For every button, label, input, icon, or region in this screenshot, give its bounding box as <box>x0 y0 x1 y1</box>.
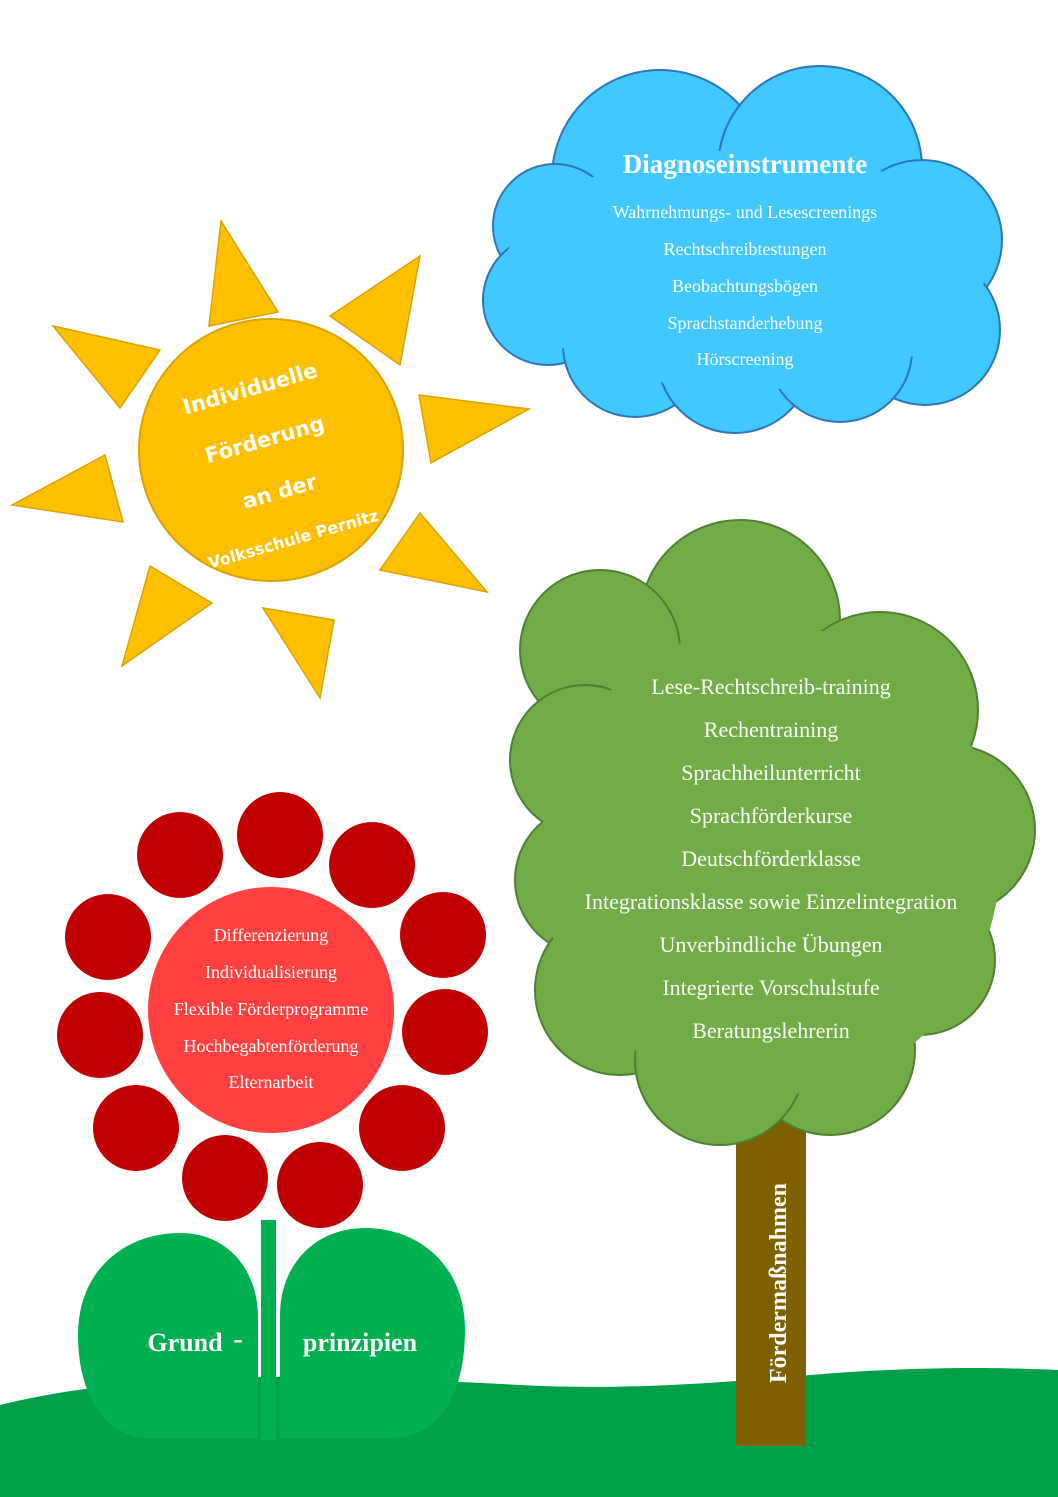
cloud-item: Sprachstanderhebung <box>668 313 823 333</box>
sun-ray <box>378 511 489 594</box>
flower-leaf-right <box>280 1228 465 1438</box>
sun-ray <box>51 324 162 410</box>
tree-item: Unverbindliche Übungen <box>660 932 883 957</box>
sun-disc <box>138 318 404 582</box>
flower-item: Differenzierung <box>214 925 329 945</box>
cloud-title: Diagnoseinstrumente <box>623 149 868 179</box>
sun-ray <box>261 606 335 701</box>
tree-item: Beratungslehrerin <box>692 1018 850 1043</box>
tree-item: Integrationsklasse sowie Einzelintegrati… <box>585 889 958 914</box>
flower-stem <box>261 1220 276 1440</box>
flower-petal <box>400 892 486 978</box>
flower-item: Individualisierung <box>205 962 337 982</box>
flower: Grund - prinzipien Differenzierung Indiv… <box>57 792 488 1440</box>
tree-trunk <box>736 1100 806 1446</box>
tree: Lese-Rechtschreib-training Rechentrainin… <box>509 519 1036 1446</box>
tree-trunk-label: Fördermaßnahmen <box>766 1183 792 1383</box>
cloud-item: Rechtschreibtestungen <box>664 239 827 259</box>
flower-petal <box>57 992 143 1078</box>
tree-item: Lese-Rechtschreib-training <box>651 674 890 699</box>
tree-item: Sprachheilunterricht <box>681 760 861 785</box>
flower-item: Flexible Förderprogramme <box>174 999 368 1019</box>
sun: Individuelle Förderung an der Volksschul… <box>9 218 532 701</box>
cloud-item: Hörscreening <box>697 349 794 369</box>
flower-center <box>148 887 394 1133</box>
sun-ray <box>418 394 532 465</box>
cloud: Diagnoseinstrumente Wahrnehmungs- und Le… <box>482 65 1003 434</box>
tree-item: Rechentraining <box>704 717 838 742</box>
flower-item: Hochbegabtenförderung <box>184 1036 359 1056</box>
flower-petal <box>277 1142 363 1228</box>
tree-item: Sprachförderkurse <box>690 803 853 828</box>
leaf-label-dash: - <box>233 1324 242 1355</box>
flower-petal <box>359 1085 445 1171</box>
flower-leaf-left <box>78 1233 258 1438</box>
sun-ray <box>208 218 280 327</box>
flower-petal <box>237 792 323 878</box>
flower-item: Elternarbeit <box>229 1072 314 1092</box>
tree-item: Deutschförderklasse <box>681 846 861 871</box>
flower-petal <box>65 894 151 980</box>
cloud-item: Beobachtungsbögen <box>672 276 818 296</box>
tree-item: Integrierte Vorschulstufe <box>662 975 879 1000</box>
cloud-item: Wahrnehmungs- und Lesescreenings <box>613 202 877 222</box>
leaf-label-right: prinzipien <box>303 1328 418 1357</box>
sun-ray <box>120 564 214 668</box>
leaf-label-left: Grund <box>147 1328 223 1357</box>
flower-petal <box>402 989 488 1075</box>
sun-ray <box>9 453 125 523</box>
flower-petal <box>182 1135 268 1221</box>
sun-ray <box>328 254 422 367</box>
flower-petal <box>93 1085 179 1171</box>
flower-petal <box>329 822 415 908</box>
flower-petal <box>137 812 223 898</box>
